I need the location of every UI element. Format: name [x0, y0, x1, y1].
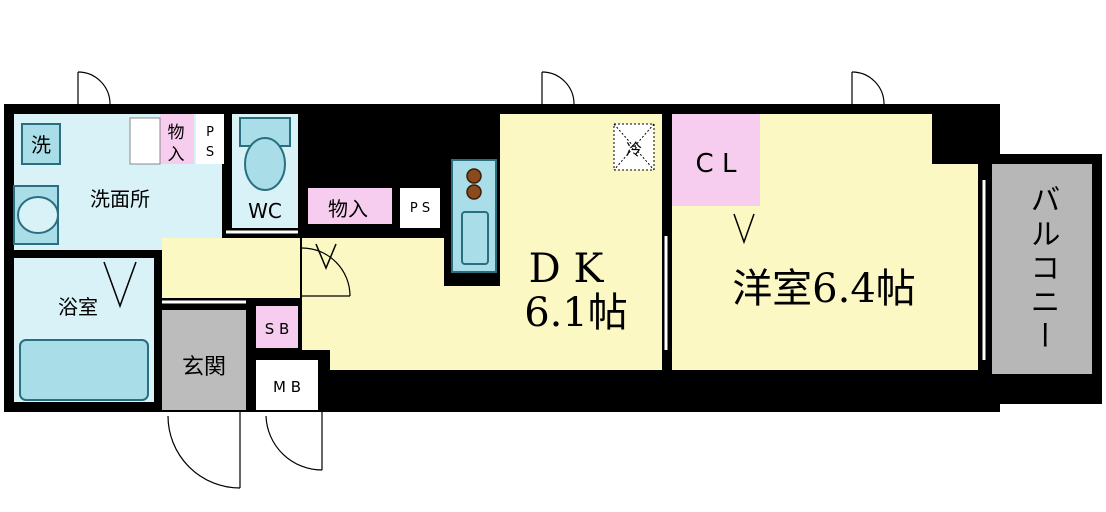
closet-label: C L	[696, 149, 737, 179]
sink-icon	[461, 211, 489, 265]
ps-box	[400, 188, 440, 228]
washroom-label: 洗面所	[90, 187, 150, 211]
balcony-label: バルコニー	[1025, 184, 1060, 354]
dk-floor	[302, 114, 662, 370]
door-swing-mb	[265, 412, 323, 471]
laundry-label: 洗	[31, 133, 51, 157]
toilet-icon	[239, 117, 291, 191]
sb-label: S B	[265, 320, 290, 338]
dk-size-label: 6.1帖	[524, 290, 628, 336]
door-arrow-hall	[315, 243, 337, 270]
ps-small-box	[196, 114, 224, 164]
mb-label: M B	[273, 378, 301, 396]
stove-burner-icon	[466, 168, 482, 184]
ps-label: P S	[410, 201, 430, 216]
sb-box	[256, 306, 298, 348]
bathtub-icon	[19, 339, 149, 401]
bathroom-door-arrow	[103, 261, 137, 309]
door-swing-top-left	[77, 71, 111, 105]
fridge-icon	[613, 123, 655, 171]
door-swing-entrance	[167, 412, 241, 489]
door-swing-top-room	[851, 71, 885, 105]
entrance-label: 玄関	[182, 355, 226, 380]
storage-small-box	[160, 114, 194, 164]
fridge-label: 冷	[626, 140, 642, 159]
bathroom-label: 浴室	[58, 295, 98, 319]
stove-burner-icon	[466, 184, 482, 200]
laundry-icon	[21, 123, 61, 165]
storage-box	[308, 188, 392, 224]
balcony-floor	[992, 164, 1092, 374]
closet-door-arrow	[733, 213, 755, 245]
dk-name-label: D K	[529, 246, 605, 292]
ps-small-label-2: S	[206, 145, 214, 160]
wc-label: WC	[248, 199, 282, 223]
hallway-floor	[162, 238, 300, 298]
door-swing-hall	[301, 247, 351, 297]
western-room-label: 洋室6.4帖	[732, 266, 916, 312]
storage-small-label-2: 入	[168, 145, 185, 165]
storage-small-label-1: 物	[168, 123, 185, 143]
storage-label: 物入	[328, 197, 368, 221]
door-swing-top-dk	[541, 71, 575, 105]
closet-box	[672, 114, 760, 206]
mb-box	[256, 360, 318, 410]
entrance-floor	[162, 310, 246, 410]
ps-small-label-1: P	[206, 125, 214, 140]
washbasin-icon	[13, 185, 59, 245]
